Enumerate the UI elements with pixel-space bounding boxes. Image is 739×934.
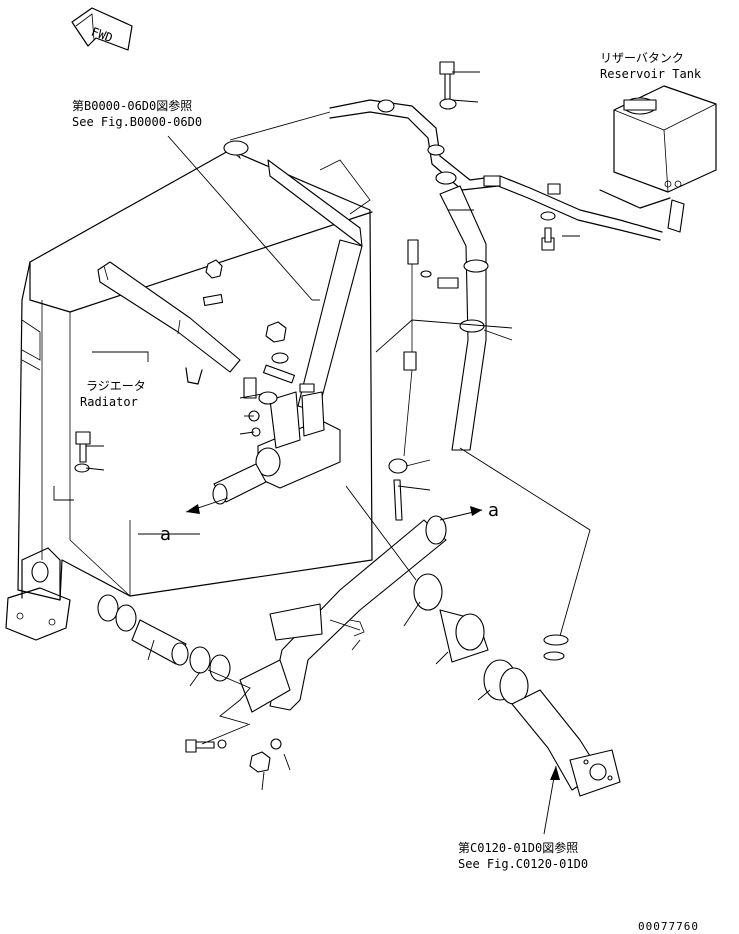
radiator-body <box>17 140 373 601</box>
radiator-jp: ラジエータ <box>86 379 146 393</box>
bolt-left <box>74 431 91 473</box>
center-right-hose <box>439 185 489 451</box>
reference-bottom-en: See Fig.C0120-01D0 <box>458 857 588 871</box>
reservoir-tank-jp: リザーバタンク <box>600 51 684 65</box>
view-arrow-left-icon <box>185 497 229 514</box>
outlet-elbow <box>511 689 621 797</box>
reservoir-tank-en: Reservoir Tank <box>600 67 702 81</box>
upper-hose <box>97 261 241 373</box>
drawing-number: 00077760 <box>638 920 699 933</box>
reservoir-tank <box>599 85 717 233</box>
hardware-cluster <box>185 259 315 437</box>
view-marker-right: a <box>488 500 499 521</box>
lower-hose-set <box>97 594 231 682</box>
right-lower-hose <box>413 573 529 705</box>
clamp-column <box>388 239 459 521</box>
radiator-mount <box>5 547 71 641</box>
reference-top-jp: 第B0000-06D0図参照 <box>72 98 192 113</box>
fwd-arrow-icon: FWD <box>71 7 133 51</box>
bolt-bottom <box>185 738 282 773</box>
bolt-top <box>439 61 457 110</box>
view-marker-left: a <box>160 524 171 545</box>
thermostat-housing <box>212 391 341 505</box>
fwd-label: FWD <box>89 25 114 46</box>
radiator-en: Radiator <box>80 395 138 409</box>
reference-bottom-jp: 第C0120-01D0図参照 <box>458 840 578 855</box>
tank-hose <box>329 99 663 241</box>
bolt-right <box>541 227 555 251</box>
leader-lines <box>53 71 591 791</box>
view-arrow-right-icon <box>439 506 483 521</box>
reference-top-en: See Fig.B0000-06D0 <box>72 115 202 129</box>
ref-arrow-up-icon <box>543 765 560 835</box>
lower-water-pipe <box>239 515 447 713</box>
